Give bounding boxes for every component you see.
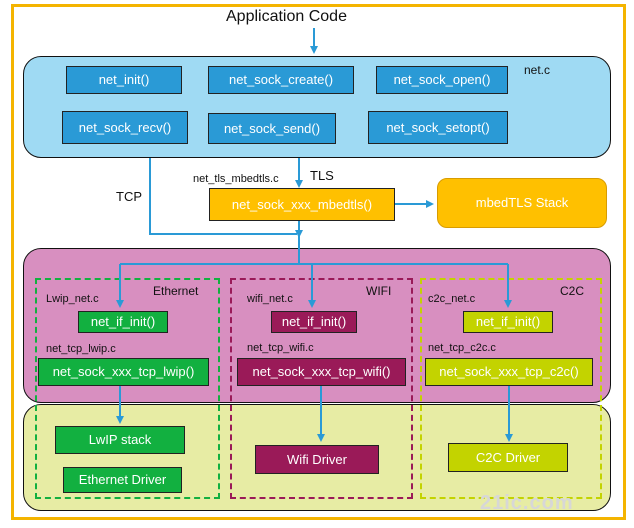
tls-layer-label: TLS [310, 168, 334, 183]
ethernet-group [35, 278, 220, 499]
tcp-wifi-box: net_sock_xxx_tcp_wifi() [237, 358, 406, 386]
watermark: 21ic.com [480, 492, 574, 514]
c2c-net-if-init-box: net_if_init() [463, 311, 553, 333]
net-sock-setopt-box: net_sock_setopt() [368, 111, 508, 144]
wifi-title: WIFI [366, 284, 392, 298]
c2c-tcp-file-label: net_tcp_c2c.c [428, 342, 496, 354]
c2c-driver-box: C2C Driver [448, 443, 568, 472]
net-sock-create-box: net_sock_create() [208, 66, 354, 94]
ethernet-tcp-file-label: net_tcp_lwip.c [46, 343, 116, 355]
ethernet-driver-box: Ethernet Driver [63, 467, 182, 493]
net-init-box: net_init() [66, 66, 182, 94]
c2c-title: C2C [560, 284, 585, 298]
lwip-stack-box: LwIP stack [55, 426, 185, 454]
net-file-label: net.c [524, 63, 551, 77]
net-sock-open-box: net_sock_open() [376, 66, 508, 94]
ethernet-if-file-label: Lwip_net.c [46, 293, 99, 305]
tcp-label: TCP [116, 189, 142, 204]
c2c-if-file-label: c2c_net.c [428, 293, 476, 305]
wifi-group [230, 278, 413, 499]
wifi-net-if-init-box: net_if_init() [271, 311, 357, 333]
c2c-group [420, 278, 602, 499]
application-code-label: Application Code [226, 8, 347, 25]
tls-file-label: net_tls_mbedtls.c [193, 173, 279, 185]
net-sock-mbedtls-box: net_sock_xxx_mbedtls() [209, 188, 395, 221]
ethernet-title: Ethernet [153, 284, 199, 298]
wifi-tcp-file-label: net_tcp_wifi.c [247, 342, 314, 354]
mbedtls-stack-box: mbedTLS Stack [437, 178, 607, 228]
net-sock-send-box: net_sock_send() [208, 113, 336, 144]
tcp-path [149, 158, 297, 235]
tcp-c2c-box: net_sock_xxx_tcp_c2c() [425, 358, 593, 386]
diagram-frame [11, 4, 626, 520]
net-sock-recv-box: net_sock_recv() [62, 111, 188, 144]
ethernet-net-if-init-box: net_if_init() [78, 311, 168, 333]
wifi-if-file-label: wifi_net.c [247, 293, 293, 305]
tcp-lwip-box: net_sock_xxx_tcp_lwip() [38, 358, 209, 386]
wifi-driver-box: Wifi Driver [255, 445, 379, 474]
